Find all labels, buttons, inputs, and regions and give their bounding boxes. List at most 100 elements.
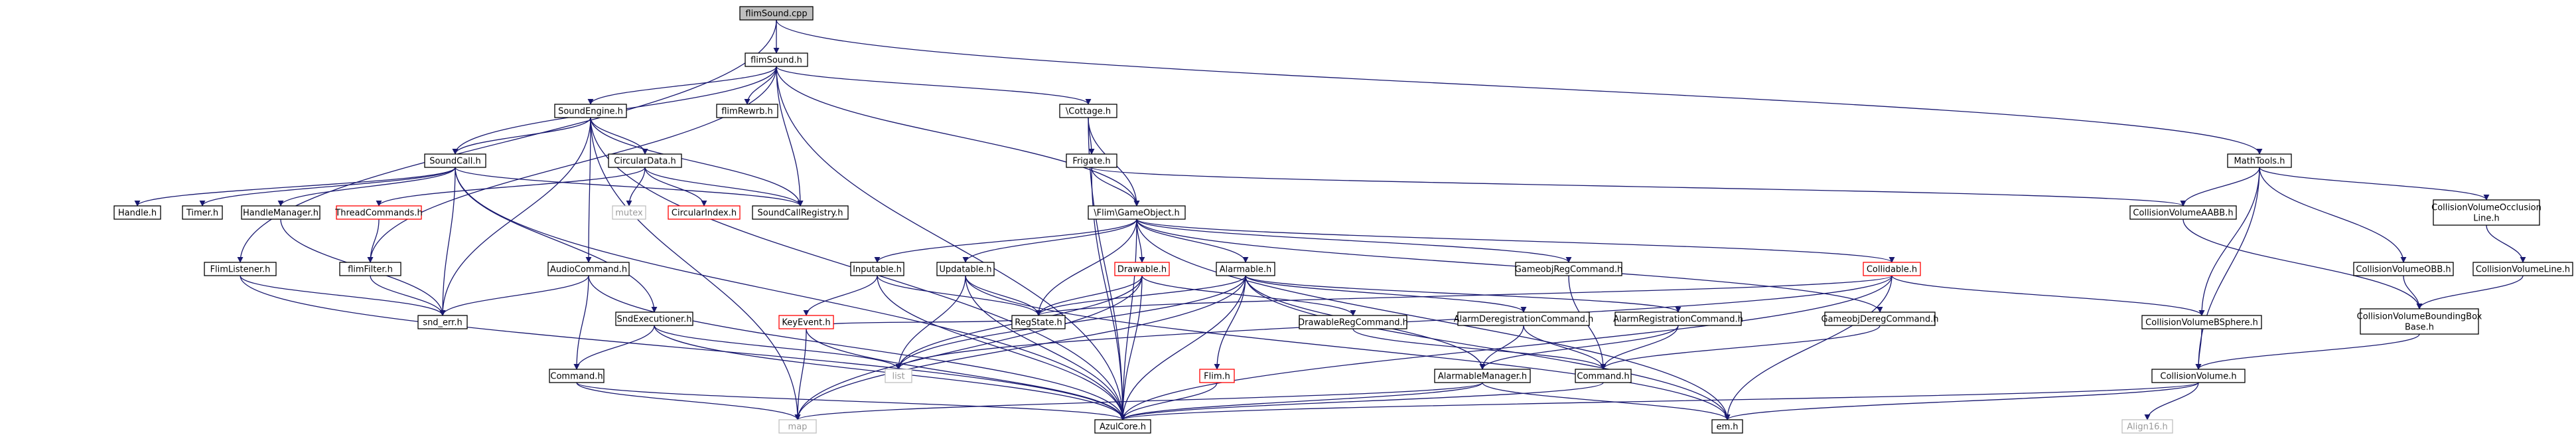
edge-collisionvolumeboundingboxbase-h-to-collisionvolume-h xyxy=(2195,333,2420,370)
node-inputable-h[interactable]: Inputable.h xyxy=(850,262,904,276)
node-collisionvolumeline-h[interactable]: CollisionVolumeLine.h xyxy=(2472,262,2573,276)
edge-line xyxy=(965,275,1126,420)
node-label: AzulCore.h xyxy=(1100,422,1146,432)
node-snd-err-h[interactable]: snd_err.h xyxy=(417,315,468,329)
node-box xyxy=(417,315,468,329)
node-alarmderegistrationcommand-h[interactable]: AlarmDeregistrationCommand.h xyxy=(1454,311,1593,326)
node-box xyxy=(1299,315,1407,329)
node-keyevent-h[interactable]: KeyEvent.h xyxy=(778,315,834,329)
node-frigate-h[interactable]: Frigate.h xyxy=(1066,153,1117,168)
node-mathtools-h[interactable]: MathTools.h xyxy=(2227,153,2292,168)
node-soundcallregistry-h[interactable]: SoundCallRegistry.h xyxy=(752,205,849,220)
edge-line xyxy=(1141,275,1356,316)
node-label: \Flim\GameObject.h xyxy=(1094,209,1180,219)
node-collisionvolumebsphere-h[interactable]: CollisionVolumeBSphere.h xyxy=(2141,315,2262,329)
node-box xyxy=(716,104,778,118)
edge-collisionvolume-h-to-align16-h xyxy=(2144,382,2199,420)
node-handlemanager-h[interactable]: HandleManager.h xyxy=(241,205,321,220)
node-flimrewrb-h[interactable]: flimRewrb.h xyxy=(716,104,778,118)
edge-line xyxy=(776,66,1092,105)
node-mutex[interactable]: mutex xyxy=(612,205,646,220)
edge-line xyxy=(1214,275,1246,370)
edge-circulardata-h-to-threadcommands-h xyxy=(376,167,646,207)
edge-flimgameobject-h-to-regstate-h xyxy=(1035,219,1137,316)
node-cottage-h[interactable]: \Cottage.h xyxy=(1059,104,1117,118)
node-handle-h[interactable]: Handle.h xyxy=(113,205,161,220)
edge-flimgameobject-h-to-alarmable-h xyxy=(1136,219,1249,263)
edge-flimsound-h-to-flimgameobject-h xyxy=(776,66,1140,207)
node-list[interactable]: list xyxy=(885,369,912,383)
edge-line xyxy=(1136,219,1249,263)
node-gameobjregcommand-h[interactable]: GameobjRegCommand.h xyxy=(1515,262,1622,276)
node-collidable-h[interactable]: Collidable.h xyxy=(1863,262,1921,276)
node-collisionvolume-h[interactable]: CollisionVolume.h xyxy=(2151,369,2246,383)
edge-keyevent-h-to-azulcore-h xyxy=(806,328,1126,420)
node-circularindex-h[interactable]: CircularIndex.h xyxy=(668,205,741,220)
node-label: CollisionVolumeOcclusion xyxy=(2431,203,2541,213)
edge-line xyxy=(776,66,1126,420)
edge-line xyxy=(367,219,380,263)
node-soundcall-h[interactable]: SoundCall.h xyxy=(424,153,486,168)
node-align16-h[interactable]: Align16.h xyxy=(2121,419,2173,434)
edge-flimsound-h-to-azulcore-h xyxy=(776,66,1126,420)
node-audiocommand-h[interactable]: AudioCommand.h xyxy=(547,262,630,276)
edge-collisionvolumeocclusionline-h-to-collisionvolumeline-h xyxy=(2486,224,2526,263)
node-label: AlarmRegistrationCommand.h xyxy=(1613,315,1743,325)
node-em-h[interactable]: em.h xyxy=(1711,419,1743,434)
edge-sndexecutioner-h-to-list xyxy=(654,325,902,370)
edge-collisionvolumeobb-h-to-collisionvolumeboundingboxbase-h xyxy=(2403,275,2423,309)
node-command-h[interactable]: Command.h xyxy=(1575,369,1632,383)
edge-mathtools-h-to-collisionvolumeocclusionline-h xyxy=(2259,167,2490,201)
node-box xyxy=(1094,419,1151,434)
node-label: ThreadCommands.h xyxy=(334,209,422,219)
edge-line xyxy=(452,117,591,155)
node-flimlistener-h[interactable]: FlimListener.h xyxy=(204,262,277,276)
node-sndexecutioner-h[interactable]: SndExecutioner.h xyxy=(615,311,693,326)
edge-circulardata-h-to-circularindex-h xyxy=(644,167,707,207)
node-map[interactable]: map xyxy=(778,419,817,434)
node-label: SoundCallRegistry.h xyxy=(758,209,843,219)
node-box xyxy=(615,311,693,326)
node-alarmablemanager-h[interactable]: AlarmableManager.h xyxy=(1434,369,1531,383)
node-gameobjderegcommand-h[interactable]: GameobjDeregCommand.h xyxy=(1821,311,1939,326)
node-flimfilter-h[interactable]: flimFilter.h xyxy=(339,262,401,276)
node-box xyxy=(1199,369,1235,383)
edge-updatable-h-to-azulcore-h xyxy=(965,275,1126,420)
node-label: CircularData.h xyxy=(614,157,676,167)
node-soundengine-h[interactable]: SoundEngine.h xyxy=(554,104,627,118)
node-label: CollisionVolumeAABB.h xyxy=(2133,209,2233,219)
edge-line xyxy=(806,315,1042,329)
edge-flimsound-h-to-flimrewrb-h xyxy=(744,66,777,105)
node-box xyxy=(554,104,627,118)
node-command-h-left[interactable]: Command.h xyxy=(549,369,605,383)
edge-line xyxy=(1352,328,1607,370)
edge-line xyxy=(1600,325,1679,370)
edge-collidable-h-to-regstate-h xyxy=(1035,275,1893,316)
node-drawableregcommand-h[interactable]: DrawableRegCommand.h xyxy=(1298,315,1408,329)
node-drawable-h[interactable]: Drawable.h xyxy=(1114,262,1170,276)
node-timer-h[interactable]: Timer.h xyxy=(182,205,223,220)
node-flim-h[interactable]: Flim.h xyxy=(1199,369,1235,383)
edge-line xyxy=(1035,219,1137,316)
node-updatable-h[interactable]: Updatable.h xyxy=(936,262,995,276)
node-regstate-h[interactable]: RegState.h xyxy=(1011,315,1066,329)
node-label: CollisionVolumeBSphere.h xyxy=(2145,318,2258,328)
node-label: map xyxy=(788,422,808,432)
node-flimgameobject-h[interactable]: \Flim\GameObject.h xyxy=(1088,205,1186,220)
edge-command-h-to-azulcore-h xyxy=(1119,382,1604,420)
node-root: flimSound.cpp xyxy=(739,6,814,21)
edge-line xyxy=(2180,167,2260,207)
node-threadcommands-h[interactable]: ThreadCommands.h xyxy=(334,205,423,220)
node-collisionvolumeobb-h[interactable]: CollisionVolumeOBB.h xyxy=(2353,262,2454,276)
node-label: KeyEvent.h xyxy=(782,318,830,328)
edge-frigate-h-to-flimgameobject-h xyxy=(1091,167,1140,207)
node-alarmregistrationcommand-h[interactable]: AlarmRegistrationCommand.h xyxy=(1613,311,1743,326)
node-flimsound-h[interactable]: flimSound.h xyxy=(745,52,808,67)
node-circulardata-h[interactable]: CircularData.h xyxy=(608,153,682,168)
node-alarmable-h[interactable]: Alarmable.h xyxy=(1216,262,1275,276)
node-azulcore-h[interactable]: AzulCore.h xyxy=(1094,419,1151,434)
node-collisionvolumeaabb-h[interactable]: CollisionVolumeAABB.h xyxy=(2129,205,2237,220)
edge-line xyxy=(803,275,878,316)
